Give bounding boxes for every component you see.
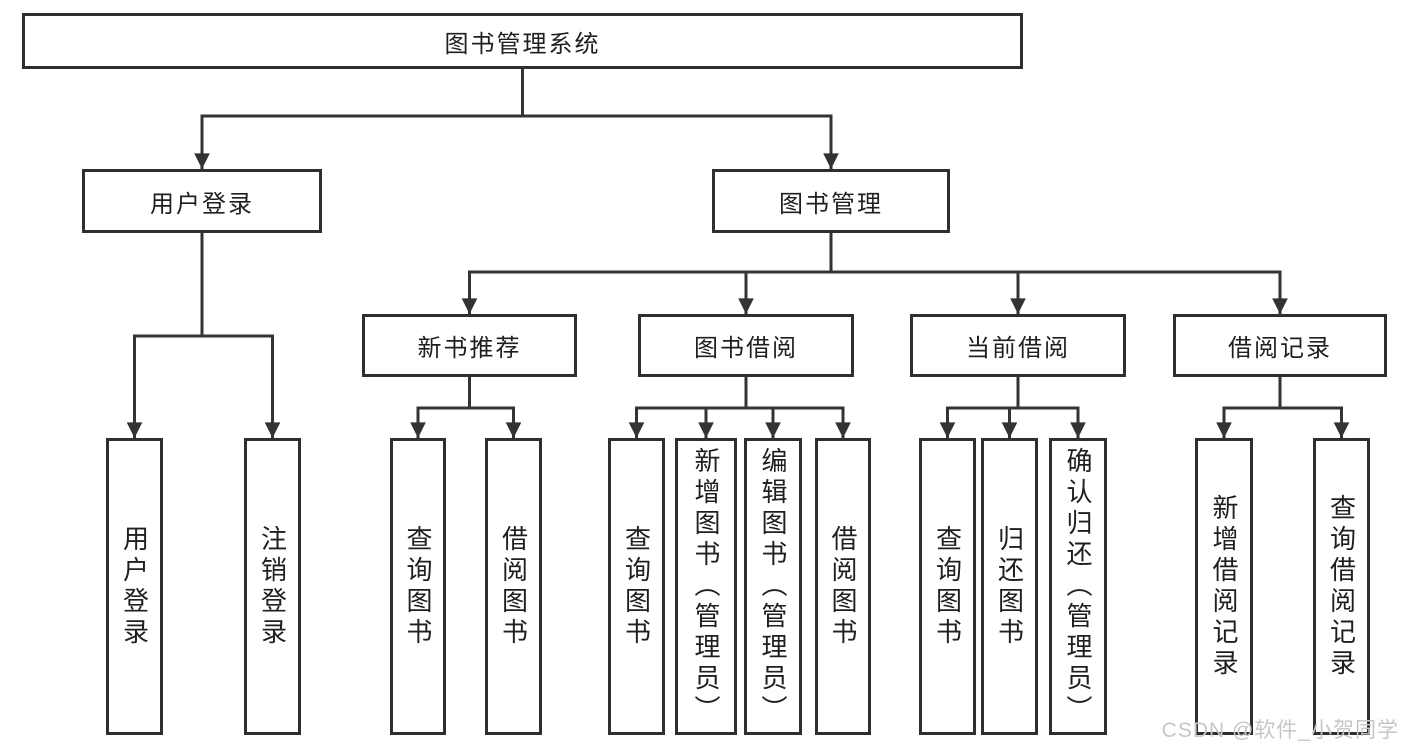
- leaf-edit-books-admin: 编辑图书（管理员）: [744, 438, 802, 735]
- node-borrowing-records: 借阅记录: [1173, 314, 1387, 377]
- node-label: 查询图书: [403, 524, 433, 649]
- node-label: 查询图书: [621, 524, 652, 649]
- node-label: 图书管理系统: [444, 30, 601, 58]
- node-book-management: 图书管理: [712, 169, 950, 233]
- leaf-query-borrow-record: 查询借阅记录: [1313, 438, 1370, 735]
- node-label: 确认归还（管理员）: [1063, 447, 1093, 726]
- node-label: 当前借阅: [966, 335, 1070, 362]
- leaf-query-books-borrow: 查询图书: [608, 438, 665, 735]
- leaf-query-books-current: 查询图书: [919, 438, 976, 735]
- node-library-management-system: 图书管理系统: [22, 13, 1023, 69]
- node-label: 查询借阅记录: [1326, 493, 1357, 680]
- node-label: 新书推荐: [417, 335, 522, 362]
- leaf-logout-login: 注销登录: [244, 438, 301, 735]
- node-label: 查询图书: [932, 524, 963, 649]
- leaf-query-books-recommend: 查询图书: [390, 438, 446, 735]
- node-label: 借阅图书: [498, 524, 529, 649]
- node-label: 归还图书: [994, 524, 1025, 649]
- node-book-borrowing: 图书借阅: [638, 314, 854, 377]
- leaf-add-books-admin: 新增图书（管理员）: [675, 438, 737, 735]
- watermark: CSDN @软件_小贺同学: [1161, 719, 1399, 742]
- leaf-borrow-books-recommend: 借阅图书: [485, 438, 542, 735]
- leaf-return-books: 归还图书: [981, 438, 1038, 735]
- leaf-borrow-books: 借阅图书: [815, 438, 871, 735]
- node-label: 图书借阅: [694, 335, 798, 362]
- leaf-user-login: 用户登录: [106, 438, 163, 735]
- node-label: 新增借阅记录: [1209, 493, 1239, 680]
- node-label: 新增图书（管理员）: [691, 447, 721, 726]
- node-label: 借阅记录: [1228, 335, 1332, 362]
- node-label: 用户登录: [150, 190, 254, 218]
- leaf-add-borrow-record: 新增借阅记录: [1195, 438, 1253, 735]
- node-label: 借阅图书: [828, 524, 858, 649]
- node-label: 用户登录: [119, 524, 150, 649]
- node-label: 编辑图书（管理员）: [758, 447, 788, 726]
- node-user-login: 用户登录: [82, 169, 322, 233]
- node-label: 注销登录: [257, 524, 288, 649]
- node-new-book-recommendation: 新书推荐: [362, 314, 577, 377]
- node-current-borrowing: 当前借阅: [910, 314, 1126, 377]
- leaf-confirm-return-admin: 确认归还（管理员）: [1049, 438, 1107, 735]
- node-label: 图书管理: [779, 190, 883, 218]
